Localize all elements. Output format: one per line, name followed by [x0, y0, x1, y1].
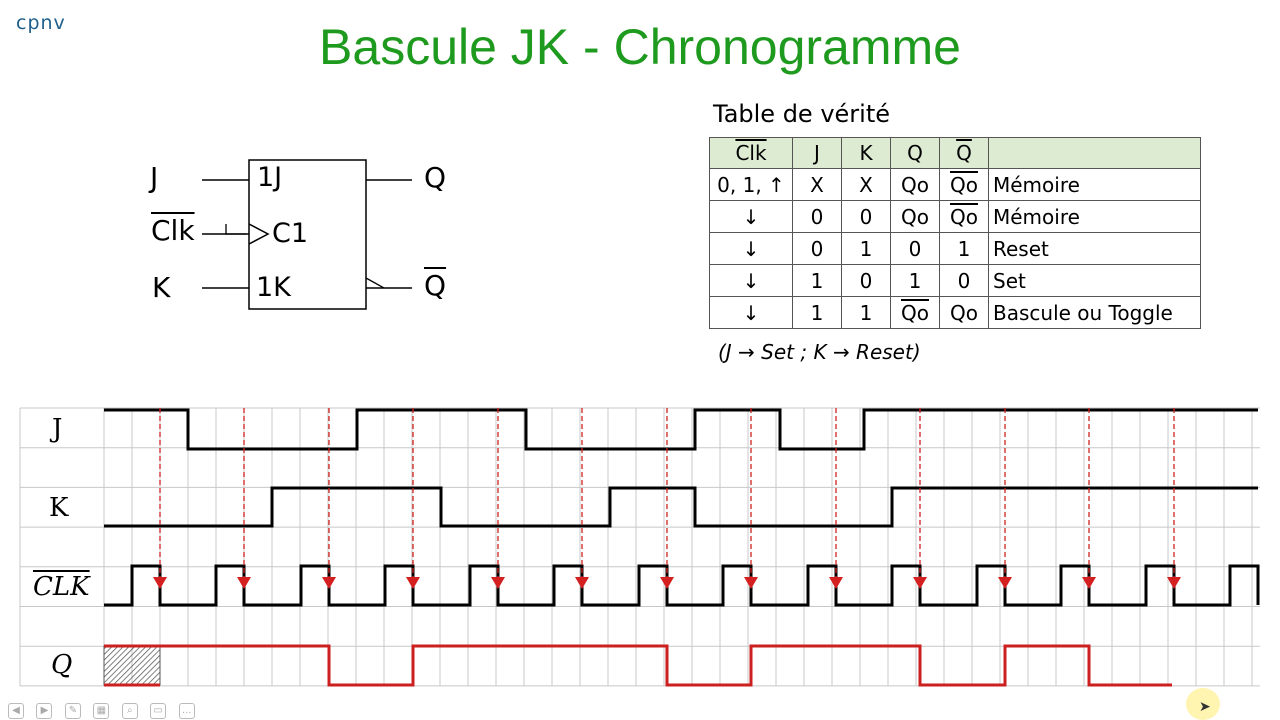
falling-edge-arrow-icon: [322, 577, 336, 589]
output-label-qbar: Q: [424, 269, 447, 302]
falling-edge-arrow-icon: [829, 577, 843, 589]
trace-label-clk: CLK: [33, 572, 90, 602]
more-icon[interactable]: …: [178, 703, 195, 719]
zoom-icon[interactable]: ⌕: [121, 703, 138, 719]
falling-edge-arrow-icon: [998, 577, 1012, 589]
cursor-highlight: [1186, 688, 1220, 720]
signal-q: [160, 644, 1172, 687]
trace-label-k: K: [49, 493, 69, 523]
cell: ↓: [709, 296, 793, 329]
trace-label-q: Q: [51, 650, 73, 680]
trace-label-j: J: [52, 414, 63, 444]
cell: Qo: [939, 200, 989, 233]
output-negation-icon: [365, 277, 385, 289]
subtitle-icon[interactable]: ▭: [150, 703, 167, 719]
falling-edge-arrow-icon: [153, 577, 167, 589]
output-label-q: Q: [424, 161, 447, 194]
negation-triangle-icon: [225, 224, 246, 235]
cell: ↓: [709, 232, 793, 265]
falling-edge-arrow-icon: [575, 577, 589, 589]
falling-edge-arrow-icon: [1167, 577, 1181, 589]
next-icon[interactable]: ▶: [36, 703, 53, 719]
pen-icon[interactable]: ✎: [64, 703, 81, 719]
cell: 1: [792, 296, 842, 329]
falling-edge-arrow-icon: [660, 577, 674, 589]
cell: Set: [988, 264, 1201, 297]
signal-clk: [104, 564, 1260, 607]
cell: Reset: [988, 232, 1201, 265]
cell: 1: [939, 232, 989, 265]
cell: 0: [792, 200, 842, 233]
falling-edge-arrow-icon: [1082, 577, 1096, 589]
signal-k: [104, 486, 1258, 528]
cell: Mémoire: [988, 200, 1201, 233]
cell: X: [841, 168, 891, 201]
cell: Qo: [890, 200, 940, 233]
cell: Qo: [890, 296, 940, 329]
cell: X: [792, 168, 842, 201]
prev-icon[interactable]: ◀: [8, 703, 24, 719]
slide-controls[interactable]: ◀ ▶ ✎ ▦ ⌕ ▭ …: [8, 700, 203, 719]
th-q: Q: [890, 137, 940, 169]
th-desc: [988, 137, 1201, 169]
cell: Qo: [939, 296, 989, 329]
cpnv-logo: cpnv: [16, 12, 66, 34]
q-unknown-region: [103, 645, 161, 686]
table-row: 0, 1, ↑ X X Qo Qo Mémoire: [709, 168, 1201, 201]
pin-1j: 1J: [257, 162, 283, 193]
pin-1k: 1K: [256, 272, 291, 303]
cell: Bascule ou Toggle: [988, 296, 1201, 329]
timing-signals: [103, 408, 1260, 687]
pin-c1: C1: [272, 218, 309, 249]
cursor-icon: ➤: [1199, 698, 1211, 714]
page-title: Bascule JK - Chronogramme: [319, 19, 961, 75]
falling-edge-arrow-icon: [913, 577, 927, 589]
falling-edge-arrow-icon: [237, 577, 251, 589]
truth-table-note: (J → Set ; K → Reset): [718, 340, 921, 364]
clock-edge-icon: [248, 223, 270, 245]
cell: 1: [841, 232, 891, 265]
cell: 0: [841, 264, 891, 297]
truth-table: Clk J K Q Q 0, 1, ↑ X X Qo Qo Mémoire ↓ …: [709, 137, 1201, 329]
falling-edge-arrow-icon: [744, 577, 758, 589]
input-label-j: J: [150, 161, 159, 194]
input-label-clk: Clk: [151, 214, 195, 247]
truth-table-title: Table de vérité: [713, 100, 890, 128]
table-row: ↓ 1 1 Qo Qo Bascule ou Toggle: [709, 296, 1201, 329]
slides-icon[interactable]: ▦: [93, 703, 110, 719]
input-label-k: K: [152, 271, 171, 304]
falling-edge-arrow-icon: [406, 577, 420, 589]
falling-edge-arrow-icon: [491, 577, 505, 589]
signal-j: [104, 408, 1258, 451]
cell: Qo: [890, 168, 940, 201]
cell: 0, 1, ↑: [709, 168, 793, 201]
